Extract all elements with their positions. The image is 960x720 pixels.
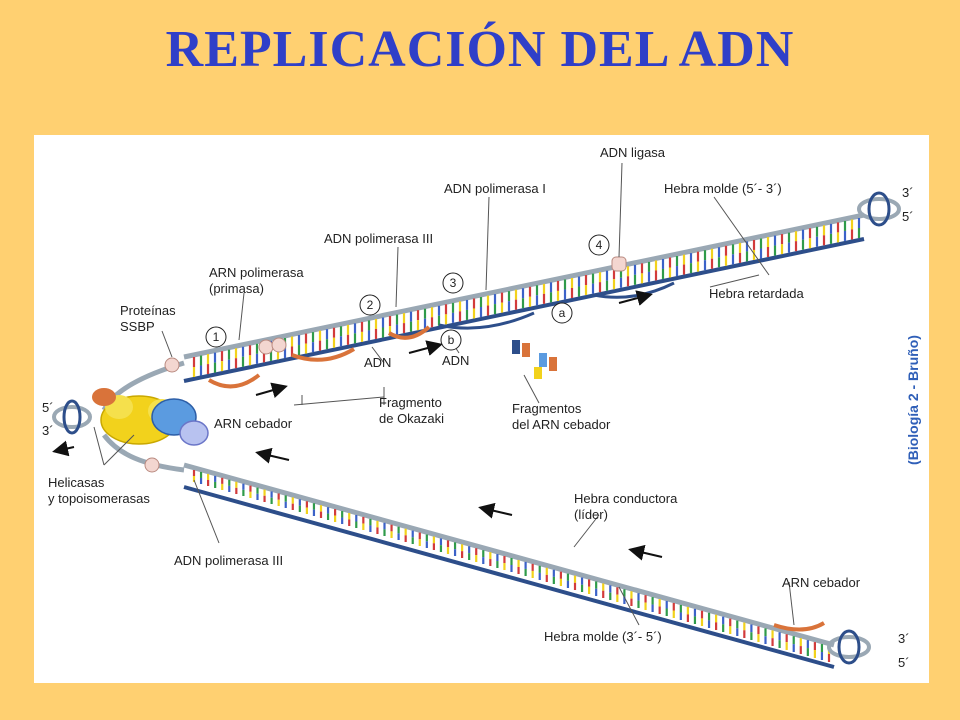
end-left-5: 5´ bbox=[42, 400, 54, 415]
label-ssbp: SSBP bbox=[120, 319, 155, 334]
label-hebra-retardada: Hebra retardada bbox=[709, 286, 804, 301]
lower-base-pairs bbox=[192, 470, 831, 662]
step-b: b bbox=[448, 333, 455, 347]
step-4: 4 bbox=[596, 238, 603, 252]
source-credit: (Biología 2 - Bruño) bbox=[905, 335, 921, 465]
primer-fragments bbox=[512, 340, 557, 379]
end-bottom-5: 5´ bbox=[898, 655, 910, 670]
step-markers: 1 2 3 4 a b bbox=[205, 234, 610, 351]
helix-top-right bbox=[857, 191, 901, 227]
label-hebra-molde-3-5: Hebra molde (3´- 5´) bbox=[544, 629, 662, 644]
okazaki-fragments bbox=[207, 281, 675, 389]
label-adn-polimerasa-iii-bottom: ADN polimerasa III bbox=[174, 553, 283, 568]
label-primasa: (primasa) bbox=[209, 281, 264, 296]
label-hebra-molde-5-3: Hebra molde (5´- 3´) bbox=[664, 181, 782, 196]
label-arn-cebador-top: ARN cebador bbox=[214, 416, 293, 431]
slide-title: REPLICACIÓN DEL ADN bbox=[165, 21, 795, 78]
replication-figure: 1 2 3 4 a b ADN ligasa ADN polimerasa I … bbox=[34, 135, 929, 683]
diagram-labels: ADN ligasa ADN polimerasa I Hebra molde … bbox=[42, 145, 914, 670]
label-lider: (líder) bbox=[574, 507, 608, 522]
step-1: 1 bbox=[213, 330, 220, 344]
end-left-3: 3´ bbox=[42, 423, 54, 438]
replication-diagram: 1 2 3 4 a b ADN ligasa ADN polimerasa I … bbox=[42, 145, 921, 670]
fork-lower-curve bbox=[102, 433, 185, 473]
label-adn-1: ADN bbox=[364, 355, 391, 370]
label-arn-polimerasa: ARN polimerasa bbox=[209, 265, 304, 280]
helix-bottom-right bbox=[827, 629, 871, 665]
direction-arrows bbox=[52, 290, 663, 561]
label-fragmentos: Fragmentos bbox=[512, 401, 582, 416]
label-hebra-conductora: Hebra conductora bbox=[574, 491, 678, 506]
helix-left bbox=[52, 399, 92, 435]
label-adn-polimerasa-i: ADN polimerasa I bbox=[444, 181, 546, 196]
label-proteinas: Proteínas bbox=[120, 303, 176, 318]
end-top-3: 3´ bbox=[902, 185, 914, 200]
leading-primer bbox=[773, 621, 826, 632]
step-3: 3 bbox=[450, 276, 457, 290]
label-fragmento: Fragmento bbox=[379, 395, 442, 410]
replisome-complex bbox=[92, 388, 209, 446]
label-adn-polimerasa-iii-top: ADN polimerasa III bbox=[324, 231, 433, 246]
upper-base-pairs bbox=[192, 218, 861, 377]
label-del-arn-cebador: del ARN cebador bbox=[512, 417, 611, 432]
label-okazaki: de Okazaki bbox=[379, 411, 444, 426]
step-2: 2 bbox=[367, 298, 374, 312]
leader-lines bbox=[93, 162, 795, 626]
label-adn-2: ADN bbox=[442, 353, 469, 368]
label-arn-cebador-bottom: ARN cebador bbox=[782, 575, 861, 590]
label-helicasas: Helicasas bbox=[48, 475, 105, 490]
ssbp-proteins bbox=[144, 256, 627, 473]
label-adn-ligasa: ADN ligasa bbox=[600, 145, 666, 160]
step-a: a bbox=[559, 306, 566, 320]
end-bottom-3: 3´ bbox=[898, 631, 910, 646]
label-topoisomerasas: y topoisomerasas bbox=[48, 491, 150, 506]
lower-strand bbox=[183, 462, 835, 669]
end-top-5: 5´ bbox=[902, 209, 914, 224]
